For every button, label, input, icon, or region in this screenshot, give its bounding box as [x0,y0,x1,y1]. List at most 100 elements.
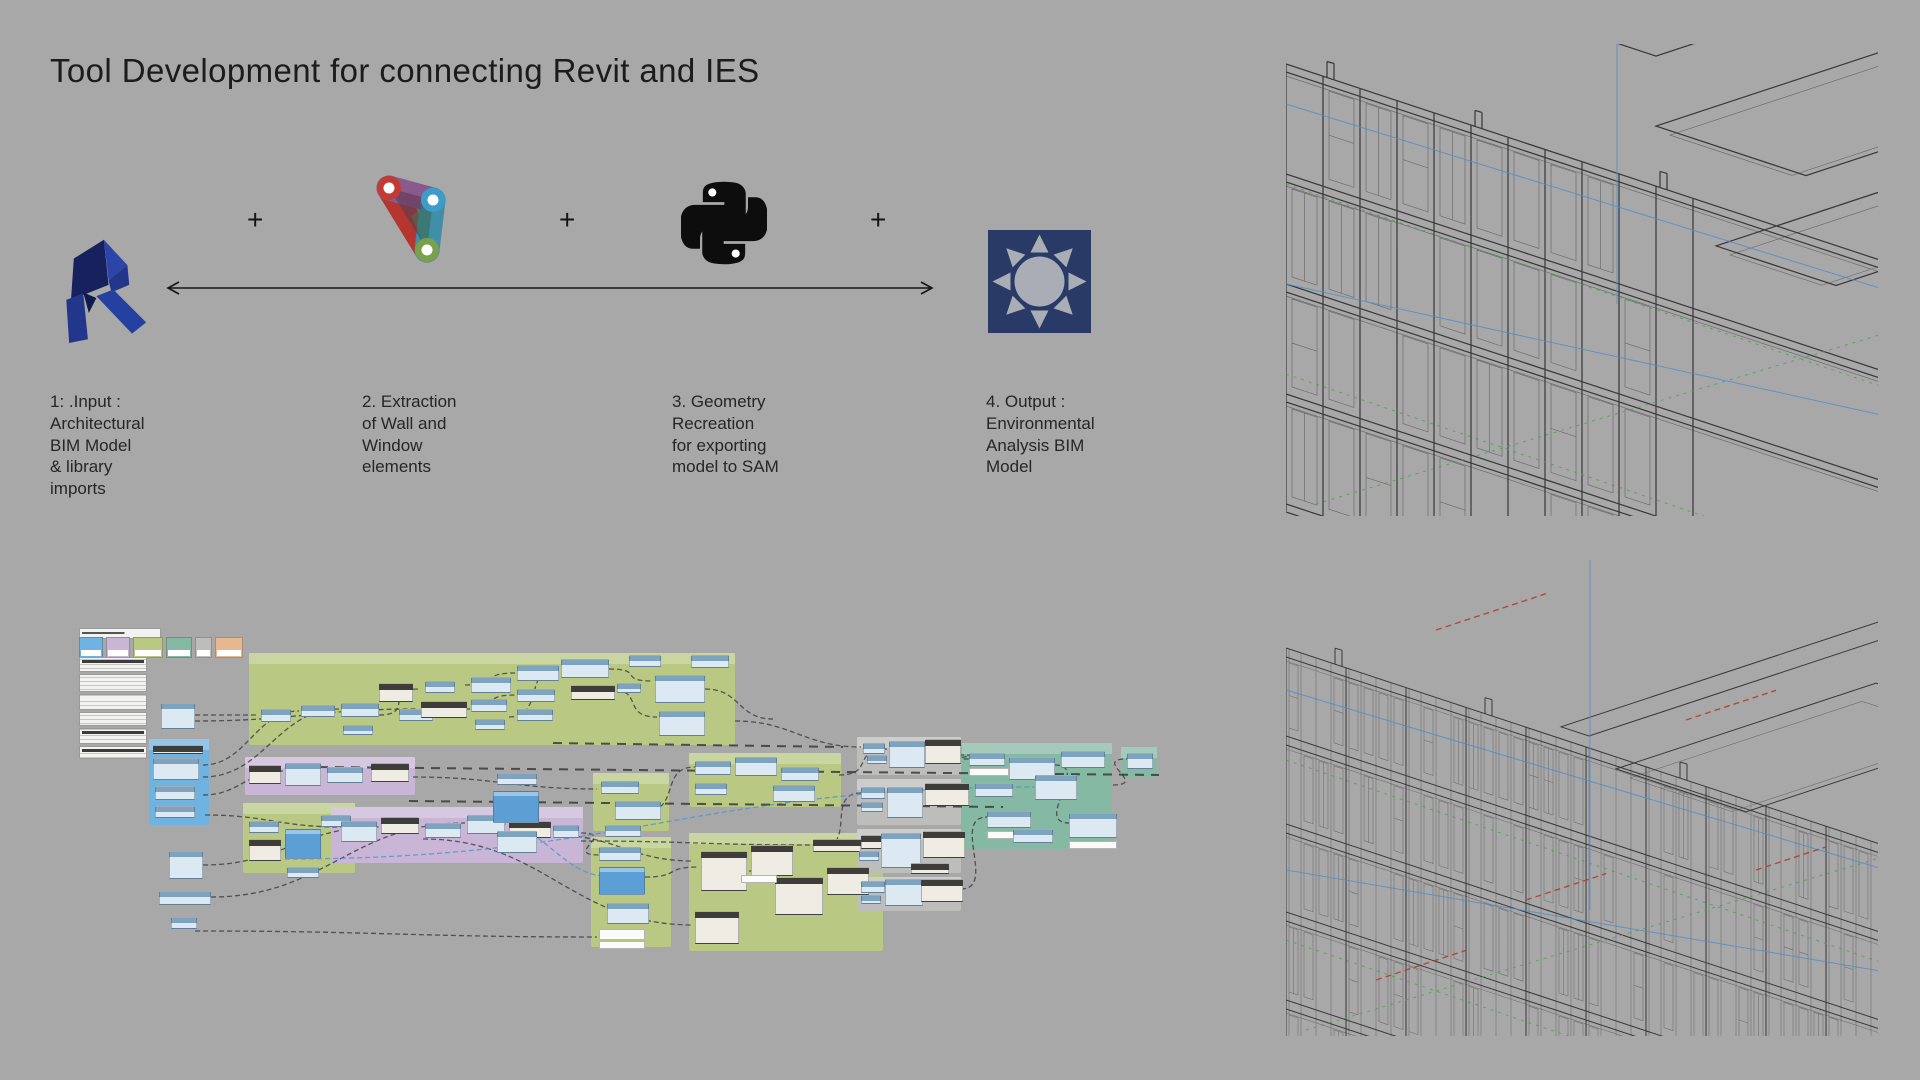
python-logo-icon [679,181,769,265]
graph-node [155,806,195,818]
graph-node [285,829,321,859]
graph-node [921,879,963,902]
graph-node [607,903,649,924]
wireframe-drawing [1285,560,1920,1080]
graph-note [79,728,147,744]
graph-node [775,877,823,915]
graph-node [599,847,641,861]
graph-node [659,711,705,736]
dynamo-logo-icon [376,175,446,263]
graph-node [287,867,319,878]
graph-node [153,745,203,754]
plus-sign: + [247,204,264,235]
step-caption-output: 4. Output : Environmental Analysis BIM M… [986,392,1095,477]
graph-node [1009,757,1055,780]
graph-node [285,763,321,786]
graph-node [425,823,461,838]
step-caption-geometry: 3. Geometry Recreation for exporting mod… [672,392,779,477]
graph-node [601,781,639,794]
graph-node [381,817,419,834]
graph-node [867,755,887,764]
graph-node [343,725,373,735]
graph-node [655,675,705,703]
graph-node [781,767,819,781]
graph-node [159,891,211,905]
graph-node [1035,775,1077,800]
graph-node [155,786,195,800]
legend-swatch-label [168,650,190,656]
graph-node [471,677,511,693]
graph-node [153,758,199,780]
legend-swatch-label [135,650,161,656]
wireframe-view-top [1285,0,1920,712]
graph-note [79,657,147,672]
graph-node [171,917,197,929]
plus-sign: + [559,204,576,235]
bidirectional-arrow [166,281,934,295]
graph-node [735,757,777,776]
graph-node [813,839,861,852]
graph-note [79,712,147,726]
graph-node [925,739,961,764]
revit-logo-icon [66,239,147,344]
graph-node [517,709,553,721]
graph-node [975,783,1013,797]
graph-node [861,787,885,799]
graph-node [261,709,291,722]
graph-node [751,845,793,876]
sun-icon [992,234,1087,329]
graph-node [701,851,747,891]
graph-node [1069,841,1117,849]
graph-node [859,851,879,861]
legend-swatch [166,637,192,658]
ies-sun-logo [988,230,1091,333]
legend-swatch-label [81,650,101,656]
legend-swatch-label [197,650,210,656]
graph-node [863,743,885,754]
graph-node [1127,753,1153,769]
plus-sign: + [870,204,887,235]
dynamo-graph [73,625,1159,951]
graph-node [861,802,883,812]
graph-node [371,763,409,782]
graph-node [1061,751,1105,768]
graph-node [249,765,281,784]
graph-node [987,811,1031,828]
graph-node [301,705,335,717]
graph-node [1013,829,1053,843]
wireframe-view-bottom [1285,560,1920,1080]
graph-node [599,941,645,949]
graph-node [1069,813,1117,838]
graph-node [695,783,727,795]
graph-node [471,699,507,712]
graph-node [553,825,579,838]
step-caption-extraction: 2. Extraction of Wall and Window element… [362,392,457,477]
graph-node [341,703,379,717]
graph-node [885,879,923,906]
graph-node [425,681,455,693]
graph-node [599,867,645,895]
step-caption-input: 1: .Input : Architectural BIM Model & li… [50,392,145,498]
graph-node [421,701,467,718]
graph-node [561,659,609,678]
graph-node [493,791,539,823]
graph-node [571,685,615,700]
graph-node [911,863,949,874]
legend-swatch [133,637,163,658]
legend-swatch [215,637,243,658]
graph-node [773,785,815,802]
graph-node [379,683,413,702]
graph-node [695,911,739,944]
page-title: Tool Development for connecting Revit an… [50,52,760,89]
graph-node [497,831,537,853]
graph-note [79,746,147,759]
graph-node [615,801,661,820]
graph-node [327,767,363,783]
graph-node [617,683,641,693]
legend-swatch [106,637,130,658]
graph-node [249,821,279,833]
legend-swatch [195,637,212,658]
graph-node [861,895,881,904]
python-logo [679,177,769,269]
